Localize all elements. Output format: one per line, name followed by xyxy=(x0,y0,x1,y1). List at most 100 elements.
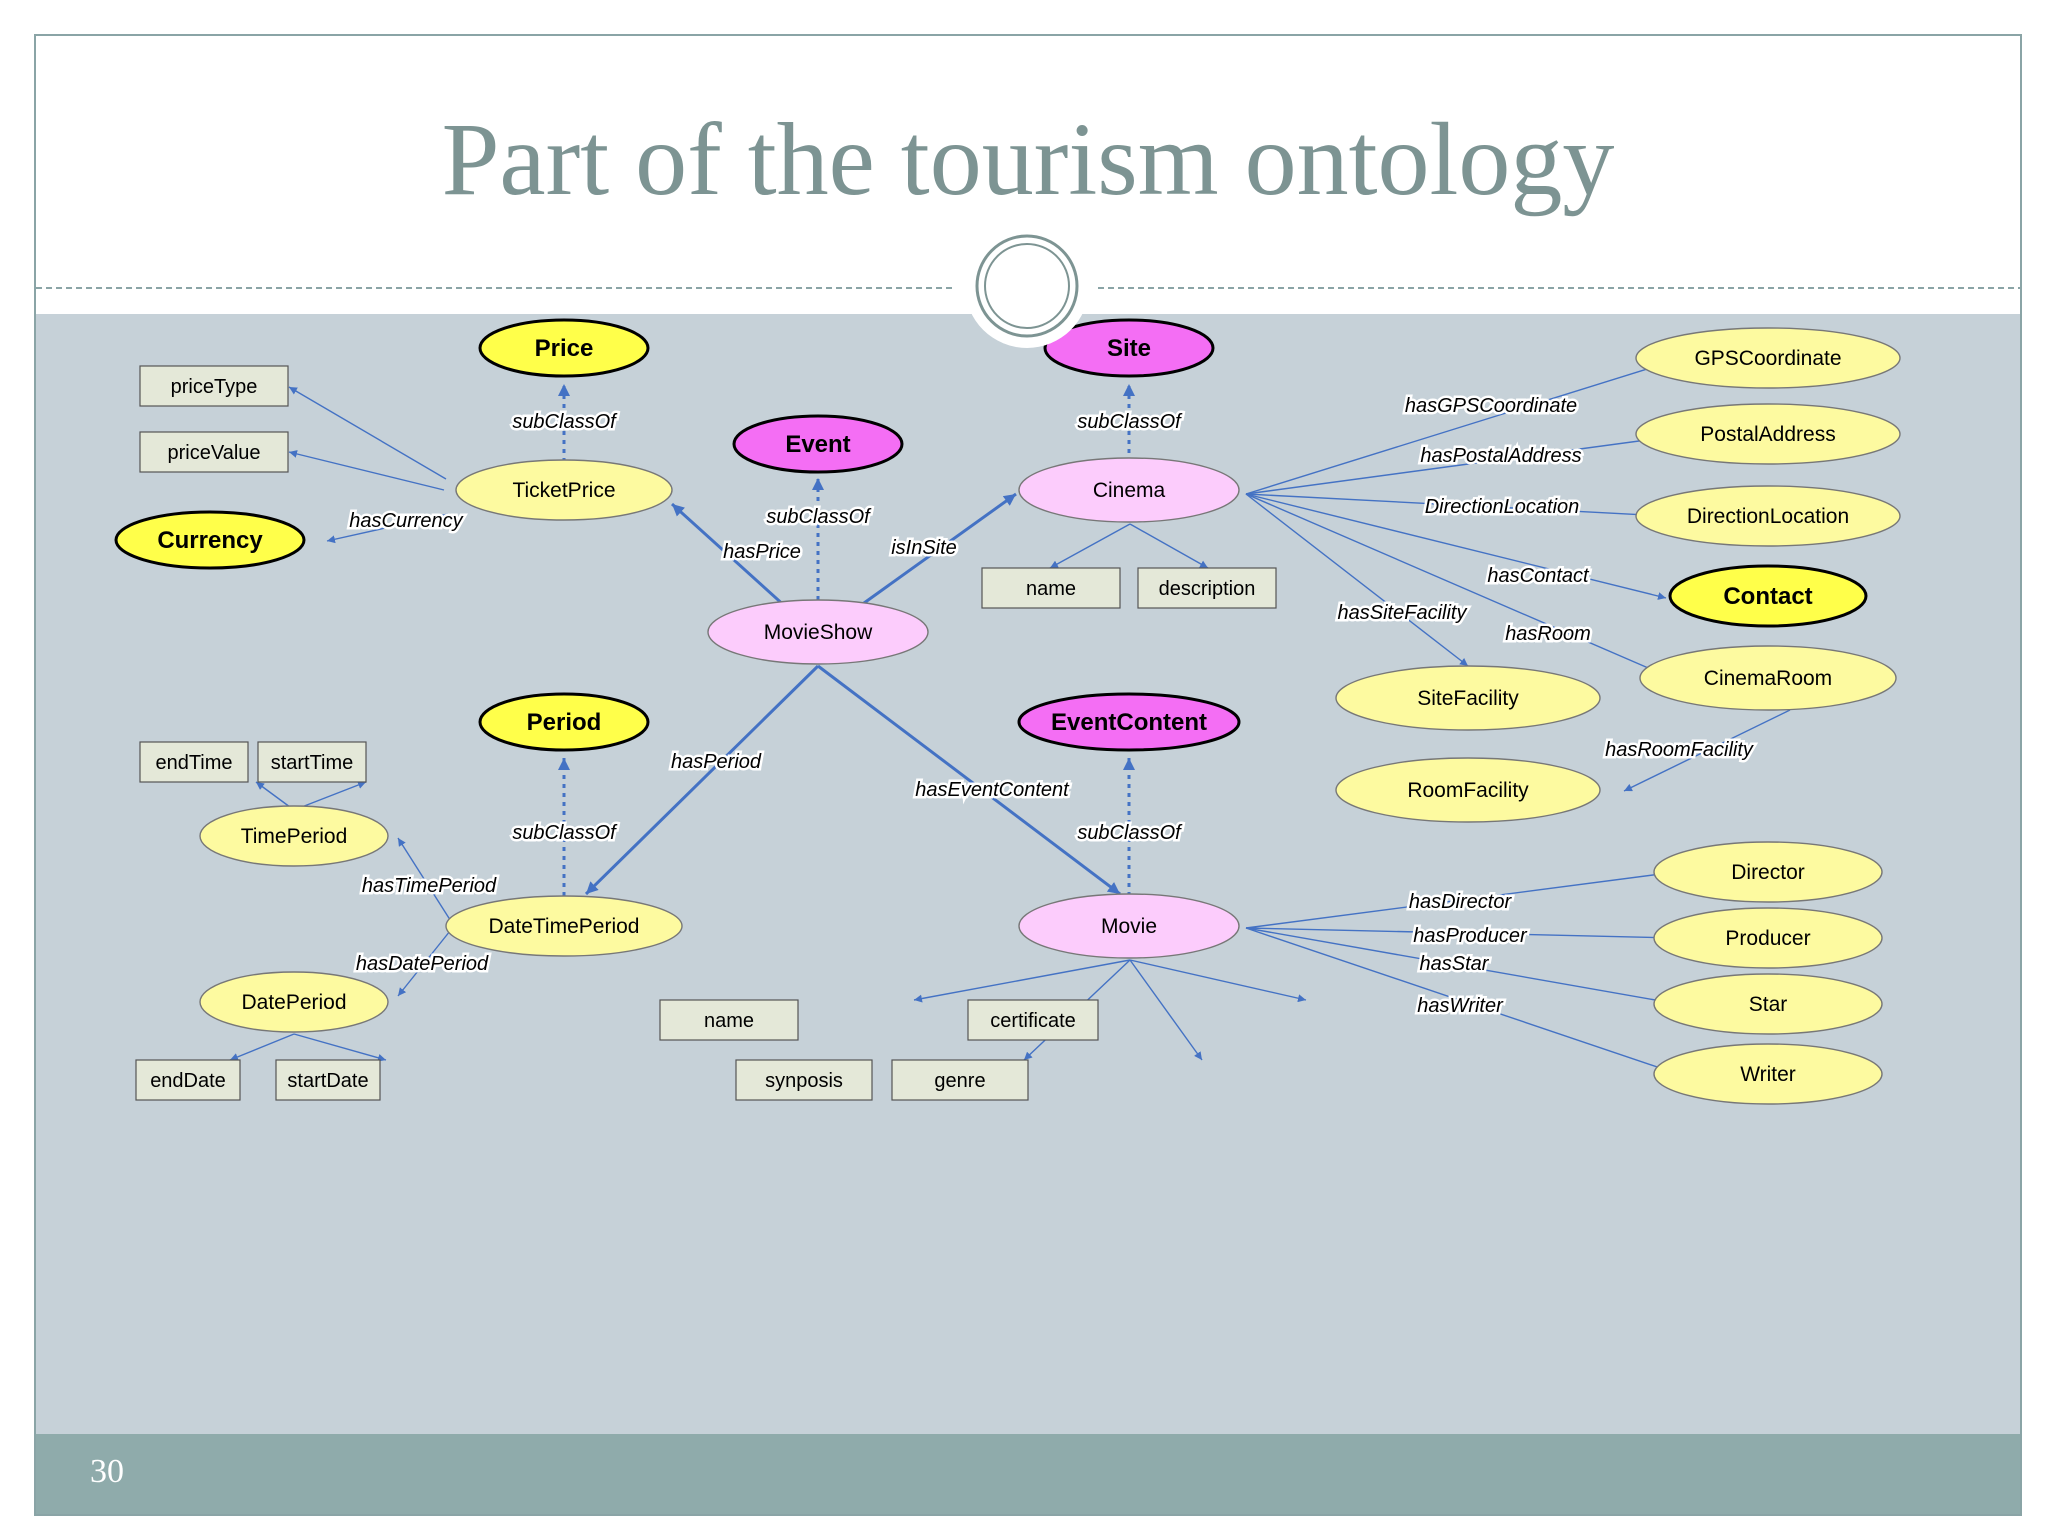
ornament-circle xyxy=(965,224,1089,348)
node-cinemaroom xyxy=(1639,645,1897,711)
edge-pricevalue xyxy=(288,450,445,491)
label-startdate: startDate xyxy=(287,1070,368,1092)
label-movieshow: MovieShow xyxy=(764,621,873,644)
label-roomfacility: RoomFacility xyxy=(1407,779,1529,802)
label-haseventcontent: hasEventContent xyxy=(915,779,1070,801)
edge-movie-certificate xyxy=(1129,959,1307,1003)
edge-hasgpscoordinate xyxy=(1245,358,1677,495)
label-cinema-name: name xyxy=(1026,578,1076,600)
edge-hastimeperiod xyxy=(397,837,455,927)
label-directionlocation: DirectionLocation xyxy=(1425,496,1580,518)
node-datetimeperiod xyxy=(445,895,683,957)
node-star xyxy=(1653,973,1883,1035)
label-synposis: synposis xyxy=(765,1070,843,1092)
edge-starttime xyxy=(293,781,367,811)
label-pricevalue: priceValue xyxy=(167,442,260,464)
edge-movie-genre xyxy=(1129,959,1203,1061)
node-movie xyxy=(1018,893,1240,959)
slide-number: 30 xyxy=(90,1453,124,1490)
box-movie-name xyxy=(659,999,799,1041)
node-gpscoordinate xyxy=(1635,327,1901,389)
label-star: Star xyxy=(1749,993,1788,1016)
edge-movie-name xyxy=(913,959,1131,1003)
label-hasproducer: hasProducer xyxy=(1413,925,1528,947)
label-ticketprice: TicketPrice xyxy=(512,479,615,502)
title-divider xyxy=(36,224,2020,348)
edge-hasstar xyxy=(1245,927,1679,1007)
edge-cinema-description xyxy=(1129,523,1209,569)
label-director: Director xyxy=(1731,861,1805,884)
label-sitefacility: SiteFacility xyxy=(1417,687,1519,710)
label-datetimeperiod: DateTimePeriod xyxy=(489,915,640,938)
edge-hasdirector xyxy=(1245,869,1677,929)
label-event: Event xyxy=(785,431,850,458)
label-hasstar: hasStar xyxy=(1420,953,1490,975)
label-description: description xyxy=(1159,578,1256,600)
label-hasdateperiod: hasDatePeriod xyxy=(356,953,489,975)
edge-hascurrency xyxy=(326,513,449,544)
label-endtime: endTime xyxy=(155,752,232,774)
edge-hassitefacility xyxy=(1245,493,1469,667)
box-cinema-name xyxy=(981,567,1121,609)
label-hasroomfacility: hasRoomFacility xyxy=(1605,739,1754,761)
label-cinemaroom: CinemaRoom xyxy=(1704,667,1832,690)
edge-hascontact xyxy=(1245,493,1667,600)
label-currency: Currency xyxy=(157,527,263,554)
node-roomfacility xyxy=(1335,757,1601,823)
box-synposis xyxy=(735,1059,873,1101)
label-enddate: endDate xyxy=(150,1070,226,1092)
node-event xyxy=(732,414,904,474)
label-period: Period xyxy=(527,709,602,736)
slide-title: Part of the tourism ontology xyxy=(441,102,1615,217)
box-certificate xyxy=(967,999,1099,1041)
label-site: Site xyxy=(1107,335,1151,362)
label-hasgpscoordinate: hasGPSCoordinate xyxy=(1405,395,1577,417)
label-subclassof-site: subClassOf xyxy=(1077,411,1183,433)
diagram-area: subClassOf subClassOf subClassOf subClas… xyxy=(36,314,2020,1434)
node-site xyxy=(1043,318,1215,378)
node-eventcontent xyxy=(1017,692,1241,752)
edge-hasproducer xyxy=(1245,927,1677,942)
label-eventcontent: EventContent xyxy=(1051,709,1207,736)
node-writer xyxy=(1653,1043,1883,1105)
label-contact: Contact xyxy=(1723,583,1812,610)
edge-hasperiod xyxy=(584,664,820,896)
label-price: Price xyxy=(535,335,594,362)
label-hascurrency: hasCurrency xyxy=(349,510,463,532)
node-timeperiod xyxy=(199,805,389,867)
label-gpscoordinate: GPSCoordinate xyxy=(1694,347,1841,370)
node-price xyxy=(478,318,650,378)
edge-endtime xyxy=(255,781,295,811)
box-enddate xyxy=(135,1059,241,1101)
label-movie-name: name xyxy=(704,1010,754,1032)
edge-haspostaladdress xyxy=(1245,433,1677,495)
edge-hasdateperiod xyxy=(397,925,455,997)
node-producer xyxy=(1653,907,1883,969)
label-hasperiod: hasPeriod xyxy=(671,751,762,773)
label-haspostaladdress: hasPostalAddress xyxy=(1420,445,1581,467)
label-directionlocation-node: DirectionLocation xyxy=(1687,505,1849,528)
label-writer: Writer xyxy=(1740,1063,1796,1086)
label-certificate: certificate xyxy=(990,1010,1076,1032)
ontology-diagram: subClassOf subClassOf subClassOf subClas… xyxy=(114,318,1901,1105)
label-producer: Producer xyxy=(1725,927,1810,950)
edge-haswriter xyxy=(1245,927,1679,1076)
node-movieshow xyxy=(707,599,929,665)
edge-pricetype xyxy=(288,386,447,480)
label-subclassof-eventcontent: subClassOf xyxy=(1077,822,1183,844)
label-pricetype: priceType xyxy=(171,376,258,398)
node-contact xyxy=(1668,564,1868,628)
label-cinema: Cinema xyxy=(1093,479,1166,502)
label-movie: Movie xyxy=(1101,915,1157,938)
label-genre: genre xyxy=(934,1070,985,1092)
edge-haseventcontent xyxy=(817,664,1121,896)
box-starttime xyxy=(257,741,367,783)
edge-startdate xyxy=(293,1033,387,1062)
label-hasroom: hasRoom xyxy=(1505,623,1591,645)
label-subclassof-price: subClassOf xyxy=(512,411,618,433)
node-ticketprice xyxy=(455,459,673,521)
box-pricevalue xyxy=(139,431,289,473)
label-haswriter: hasWriter xyxy=(1417,995,1504,1017)
label-postaladdress: PostalAddress xyxy=(1700,423,1835,446)
label-hassitefacility: hasSiteFacility xyxy=(1338,602,1468,624)
